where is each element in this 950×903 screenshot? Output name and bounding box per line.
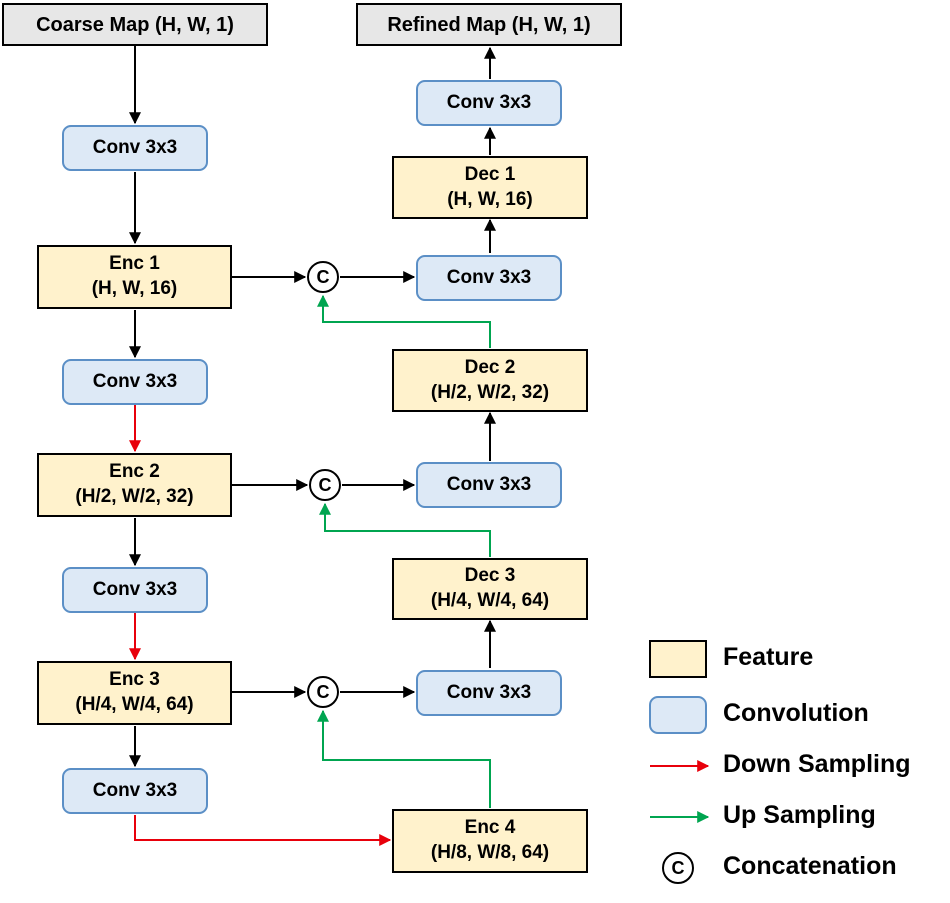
enc3-feature: Enc 3 (H/4, W/4, 64) xyxy=(37,661,232,725)
dec3-feature: Dec 3 (H/4, W/4, 64) xyxy=(392,558,588,620)
dec1-feature: Dec 1 (H, W, 16) xyxy=(392,156,588,219)
up-arrow-enc4-to-concat3 xyxy=(317,709,491,808)
down-arrow-conv-to-enc4 xyxy=(134,815,392,846)
conv-label: Conv 3x3 xyxy=(92,136,178,158)
refined-map-output: Refined Map (H, W, 1) xyxy=(356,3,622,46)
refined-map-label: Refined Map (H, W, 1) xyxy=(387,13,591,36)
dec2-feature: Dec 2 (H/2, W/2, 32) xyxy=(392,349,588,412)
dec1-shape: (H, W, 16) xyxy=(447,188,533,210)
concat-symbol: C xyxy=(318,474,332,495)
enc1-feature: Enc 1 (H, W, 16) xyxy=(37,245,232,309)
conv-label: Conv 3x3 xyxy=(92,578,178,600)
legend-up-sampling-label: Up Sampling xyxy=(723,801,876,829)
up-arrow-dec3-to-concat2 xyxy=(319,502,491,557)
dec2-name: Dec 2 xyxy=(464,356,516,378)
legend-convolution-swatch xyxy=(649,696,707,734)
enc2-feature: Enc 2 (H/2, W/2, 32) xyxy=(37,453,232,517)
coarse-map-input: Coarse Map (H, W, 1) xyxy=(2,3,268,46)
conv-block-dec2: Conv 3x3 xyxy=(416,462,562,508)
dec2-shape: (H/2, W/2, 32) xyxy=(430,381,550,403)
enc4-name: Enc 4 xyxy=(464,817,516,839)
enc1-shape: (H, W, 16) xyxy=(91,278,178,299)
enc3-name: Enc 3 xyxy=(109,669,160,691)
dec3-shape: (H/4, W/4, 64) xyxy=(430,590,550,611)
enc2-shape: (H/2, W/2, 32) xyxy=(75,486,194,507)
concat-symbol: C xyxy=(316,681,330,702)
conv-label: Conv 3x3 xyxy=(446,473,532,495)
conv-block-output: Conv 3x3 xyxy=(416,80,562,126)
enc2-name: Enc 2 xyxy=(109,461,160,483)
conv-label: Conv 3x3 xyxy=(92,370,178,392)
up-arrow-dec2-to-concat1 xyxy=(317,294,491,348)
conv-label: Conv 3x3 xyxy=(446,266,532,288)
conv-block-enc1: Conv 3x3 xyxy=(62,359,208,405)
legend-feature-label: Feature xyxy=(723,643,814,671)
concat-node-1: C xyxy=(307,261,339,293)
enc1-name: Enc 1 xyxy=(109,253,160,275)
legend-concatenation-icon: C xyxy=(662,852,694,884)
conv-block-enc2: Conv 3x3 xyxy=(62,567,208,613)
enc4-shape: (H/8, W/8, 64) xyxy=(430,842,550,863)
conv-label: Conv 3x3 xyxy=(446,91,532,113)
concat-node-3: C xyxy=(307,676,339,708)
concat-symbol: C xyxy=(316,266,330,287)
enc3-shape: (H/4, W/4, 64) xyxy=(75,694,194,715)
coarse-map-label: Coarse Map (H, W, 1) xyxy=(36,13,234,36)
legend-feature-swatch xyxy=(649,640,707,678)
conv-label: Conv 3x3 xyxy=(92,779,178,801)
legend-down-sampling-label: Down Sampling xyxy=(723,750,911,778)
dec1-name: Dec 1 xyxy=(464,163,516,185)
conv-label: Conv 3x3 xyxy=(446,681,532,703)
legend-concatenation-label: Concatenation xyxy=(723,852,897,880)
concat-symbol: C xyxy=(671,857,685,878)
enc4-feature: Enc 4 (H/8, W/8, 64) xyxy=(392,809,588,873)
conv-block-dec1: Conv 3x3 xyxy=(416,255,562,301)
conv-block-dec3: Conv 3x3 xyxy=(416,670,562,716)
concat-node-2: C xyxy=(309,469,341,501)
conv-block-enc3: Conv 3x3 xyxy=(62,768,208,814)
legend-convolution-label: Convolution xyxy=(723,699,869,727)
dec3-name: Dec 3 xyxy=(464,565,516,587)
conv-block-input: Conv 3x3 xyxy=(62,125,208,171)
